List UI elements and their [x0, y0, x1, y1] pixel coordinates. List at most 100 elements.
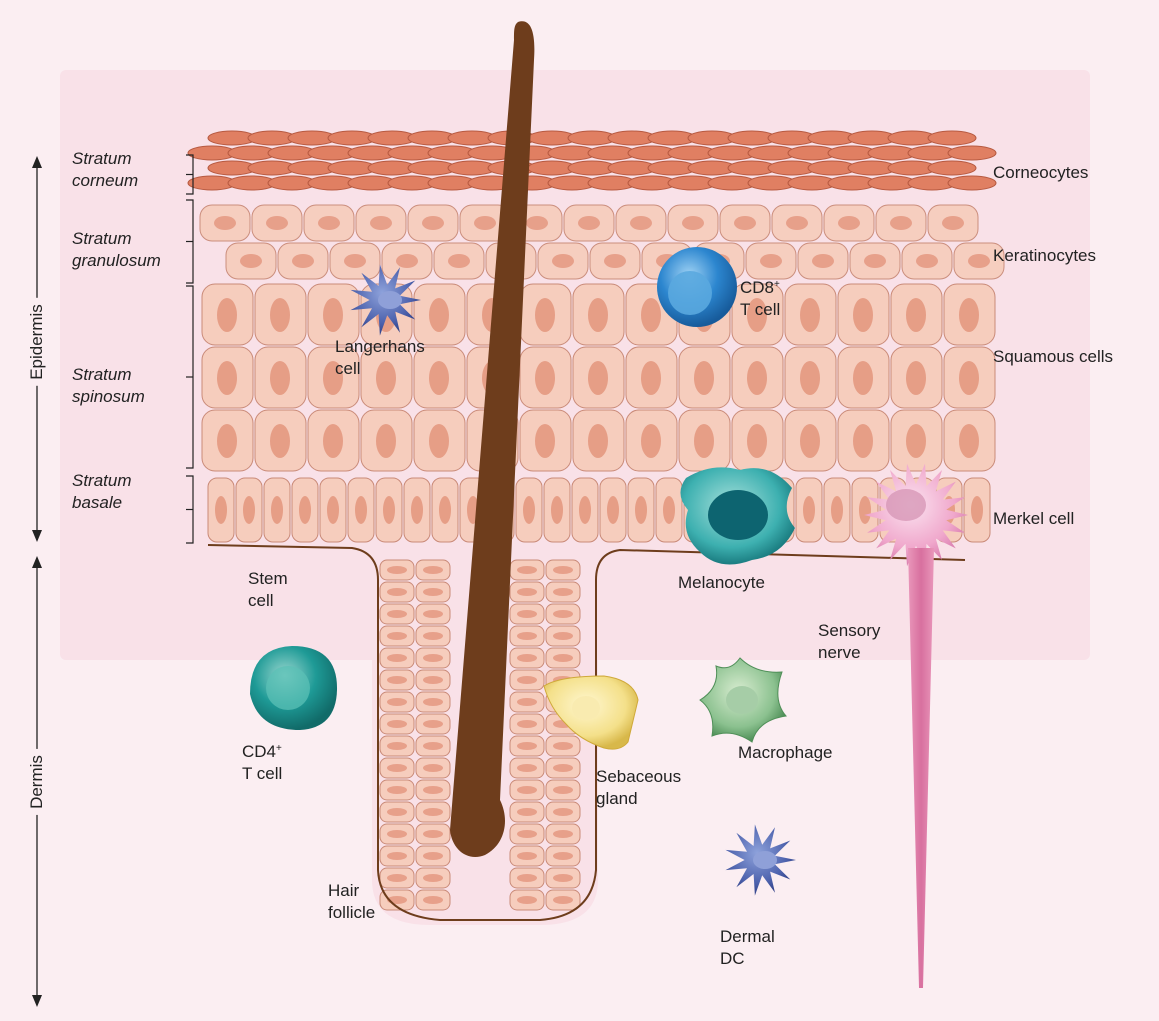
langerhans-line2: cell: [335, 358, 425, 380]
follicle-cell-nucleus: [423, 632, 443, 640]
follicle-cell-nucleus: [517, 830, 537, 838]
squamous-nucleus: [853, 298, 873, 332]
keratinocyte-nucleus: [318, 216, 340, 230]
keratinocyte-nucleus: [786, 216, 808, 230]
macrophage-label: Macrophage: [738, 742, 833, 764]
stratum-spinosum-line1: Stratum: [72, 364, 145, 386]
basal-nucleus: [243, 496, 255, 524]
basal-nucleus: [327, 496, 339, 524]
cd4-sup: +: [276, 743, 282, 754]
hair-follicle-label: Hair follicle: [328, 880, 375, 924]
keratinocyte-nucleus: [734, 216, 756, 230]
squamous-nucleus: [588, 298, 608, 332]
corneocytes-label: Corneocytes: [993, 162, 1088, 184]
follicle-cell-nucleus: [387, 720, 407, 728]
keratinocyte-nucleus: [422, 216, 444, 230]
squamous-nucleus: [959, 361, 979, 395]
follicle-cell-nucleus: [423, 786, 443, 794]
stratum-granulosum-label: Stratum granulosum: [72, 228, 161, 272]
squamous-nucleus: [747, 424, 767, 458]
keratinocyte-nucleus: [812, 254, 834, 268]
langerhans-line1: Langerhans: [335, 336, 425, 358]
follicle-cell-nucleus: [387, 852, 407, 860]
follicle-cell-nucleus: [553, 654, 573, 662]
sebaceous-line2: gland: [596, 788, 681, 810]
cd8-nucleus: [668, 271, 712, 315]
squamous-nucleus: [906, 361, 926, 395]
follicle-cell-nucleus: [387, 742, 407, 750]
keratinocyte-nucleus: [292, 254, 314, 268]
follicle-cell-nucleus: [517, 698, 537, 706]
follicle-cell-nucleus: [517, 852, 537, 860]
stratum-corneum-line2: corneum: [72, 170, 138, 192]
squamous-nucleus: [217, 298, 237, 332]
keratinocyte-nucleus: [916, 254, 938, 268]
basal-nucleus: [803, 496, 815, 524]
follicle-cell-nucleus: [553, 874, 573, 882]
follicle-cell-nucleus: [517, 742, 537, 750]
follicle-cell-nucleus: [553, 896, 573, 904]
hair-follicle-line2: follicle: [328, 902, 375, 924]
epidermis-axis-label: Epidermis: [27, 298, 47, 386]
basal-nucleus: [355, 496, 367, 524]
keratinocyte-nucleus: [604, 254, 626, 268]
follicle-cell-nucleus: [517, 566, 537, 574]
follicle-cell-nucleus: [423, 676, 443, 684]
keratinocyte-nucleus: [448, 254, 470, 268]
follicle-cell-nucleus: [423, 610, 443, 618]
squamous-nucleus: [535, 424, 555, 458]
dermal-dc-line1: Dermal: [720, 926, 775, 948]
follicle-cell-nucleus: [517, 676, 537, 684]
squamous-cells-label: Squamous cells: [993, 346, 1113, 368]
follicle-cell-nucleus: [387, 654, 407, 662]
cd8-sup: +: [774, 279, 780, 290]
follicle-cell-nucleus: [553, 588, 573, 596]
squamous-nucleus: [694, 361, 714, 395]
stratum-granulosum-line1: Stratum: [72, 228, 161, 250]
keratinocyte-nucleus: [578, 216, 600, 230]
squamous-nucleus: [323, 424, 343, 458]
cd8-t-cell-label: CD8+ T cell: [740, 274, 780, 321]
squamous-nucleus: [535, 361, 555, 395]
follicle-cell-nucleus: [553, 808, 573, 816]
follicle-cell-nucleus: [387, 610, 407, 618]
basal-nucleus: [579, 496, 591, 524]
follicle-cell-nucleus: [517, 786, 537, 794]
follicle-cell-nucleus: [423, 830, 443, 838]
corneocyte: [948, 176, 996, 190]
keratinocyte-nucleus: [942, 216, 964, 230]
follicle-cell-nucleus: [387, 698, 407, 706]
follicle-cell-nucleus: [517, 896, 537, 904]
squamous-nucleus: [694, 424, 714, 458]
keratinocyte-nucleus: [370, 216, 392, 230]
follicle-cell-nucleus: [423, 720, 443, 728]
follicle-cell-nucleus: [553, 610, 573, 618]
follicle-cell-nucleus: [517, 720, 537, 728]
squamous-nucleus: [906, 424, 926, 458]
sebaceous-gland-label: Sebaceous gland: [596, 766, 681, 810]
follicle-cell-nucleus: [553, 764, 573, 772]
basal-nucleus: [551, 496, 563, 524]
follicle-cell-nucleus: [387, 566, 407, 574]
follicle-cell-nucleus: [517, 874, 537, 882]
macrophage-nucleus: [726, 686, 758, 714]
stratum-basale-line1: Stratum: [72, 470, 132, 492]
merkel-cell-label: Merkel cell: [993, 508, 1074, 530]
basal-nucleus: [971, 496, 983, 524]
cd4-line2: T cell: [242, 763, 282, 785]
squamous-nucleus: [217, 424, 237, 458]
cd8-prefix: CD8: [740, 278, 774, 297]
corneocyte: [928, 161, 976, 175]
langerhans-nucleus: [378, 291, 402, 309]
squamous-nucleus: [429, 424, 449, 458]
langerhans-cell-label: Langerhans cell: [335, 336, 425, 380]
squamous-nucleus: [376, 424, 396, 458]
squamous-nucleus: [853, 361, 873, 395]
follicle-cell-nucleus: [553, 786, 573, 794]
follicle-cell-nucleus: [517, 610, 537, 618]
squamous-nucleus: [588, 361, 608, 395]
keratinocyte-nucleus: [682, 216, 704, 230]
follicle-cell-nucleus: [387, 830, 407, 838]
basal-nucleus: [831, 496, 843, 524]
